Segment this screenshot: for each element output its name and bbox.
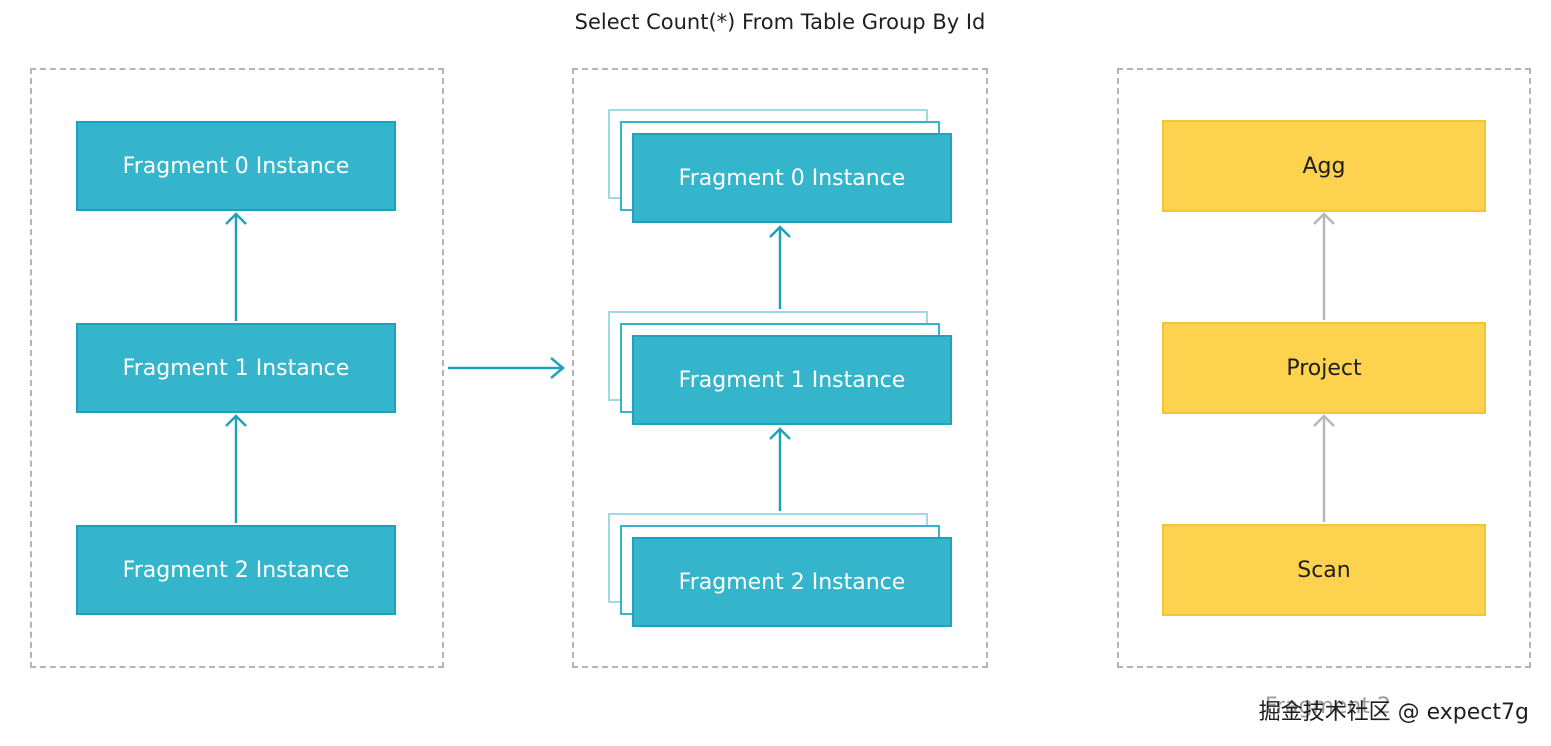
middle-arrow-2-to-1 [769,427,791,511]
operator-arrow-scan-to-project [1313,414,1335,522]
watermark-overlay-text: Fragment 2 [1264,694,1391,719]
diagram-title: Select Count(*) From Table Group By Id [574,10,986,34]
middle-arrow-1-to-0 [769,225,791,309]
watermark-text: 掘金技术社区 @ expect7g [1258,700,1529,725]
left-arrow-1-to-0 [225,212,247,321]
operator-scan: Scan [1162,524,1486,616]
middle-fragment-2: Fragment 2 Instance [632,537,952,627]
left-fragment-1: Fragment 1 Instance [76,323,396,413]
operator-agg: Agg [1162,120,1486,212]
left-arrow-2-to-1 [225,414,247,523]
left-panel [30,68,444,668]
middle-panel [572,68,988,668]
operator-project: Project [1162,322,1486,414]
left-fragment-0: Fragment 0 Instance [76,121,396,211]
right-panel [1117,68,1531,668]
operator-arrow-project-to-agg [1313,212,1335,320]
middle-fragment-1: Fragment 1 Instance [632,335,952,425]
left-fragment-2: Fragment 2 Instance [76,525,396,615]
middle-fragment-0: Fragment 0 Instance [632,133,952,223]
transform-arrow [448,357,565,379]
